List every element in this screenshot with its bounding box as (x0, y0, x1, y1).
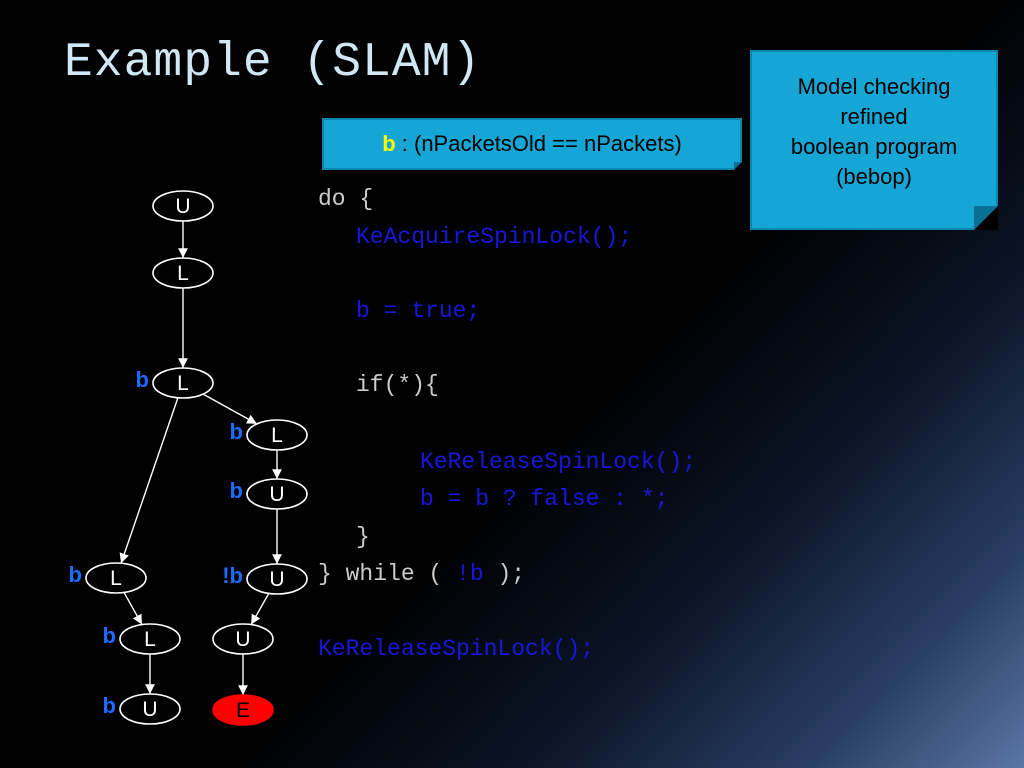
page-fold (974, 206, 998, 230)
tree-node-label: L (177, 262, 189, 285)
tree-node (246, 478, 308, 510)
tree-edge (250, 593, 270, 625)
tree-node-label: L (177, 372, 189, 395)
tree-node-label: U (269, 568, 284, 591)
tree-node (152, 257, 214, 289)
node-predicate-label: !b (222, 563, 243, 588)
tree-node-label: L (271, 424, 283, 447)
node-predicate-label: b (69, 562, 82, 587)
tree-node-label: L (144, 628, 156, 651)
node-predicate-label: b (230, 478, 243, 503)
tree-node (246, 419, 308, 451)
tree-edge (123, 592, 143, 625)
code-while-var: !b (456, 561, 484, 587)
predicate-variable: b (382, 131, 396, 156)
code-release-inner: KeReleaseSpinLock(); (420, 449, 697, 475)
tree-node (246, 563, 308, 595)
callout-note: Model checking refined boolean program (… (750, 50, 998, 230)
note-line: Model checking (797, 74, 951, 99)
note-line: boolean program (790, 134, 958, 159)
code-if-close: } (356, 524, 370, 550)
predicate-callout: b : (nPacketsOld == nPackets) (322, 118, 742, 170)
tree-node (212, 623, 274, 655)
tree-node-label: U (235, 628, 250, 651)
tree-node-label: E (236, 699, 250, 722)
predicate-text: : (nPacketsOld == nPackets) (395, 131, 682, 156)
tree-node (119, 693, 181, 725)
slide-title: Example (SLAM) (64, 36, 482, 90)
code-do-open: do { (318, 186, 374, 212)
note-line: (bebop) (836, 164, 912, 189)
page-fold (734, 162, 742, 170)
code-if-open: if(*){ (356, 372, 439, 398)
tree-node-label: U (142, 698, 157, 721)
tree-node (152, 367, 214, 399)
code-while-post: ); (483, 561, 526, 587)
node-predicate-label: b (103, 623, 116, 648)
tree-node-label: U (175, 195, 190, 218)
code-while-pre: } while ( (318, 561, 457, 587)
tree-node (85, 562, 147, 594)
node-predicate-label: b (136, 367, 149, 392)
tree-edge (202, 393, 258, 425)
code-assign-true: b = true; (356, 298, 481, 324)
tree-node (119, 623, 181, 655)
code-acquire: KeAcquireSpinLock(); (356, 224, 633, 250)
node-predicate-label: b (103, 693, 116, 718)
node-predicate-label: b (230, 419, 243, 444)
code-release-outer: KeReleaseSpinLock(); (318, 636, 595, 662)
code-while-line: } while ( !b ); (318, 561, 525, 587)
tree-node-label: L (110, 567, 122, 590)
tree-edge (119, 397, 179, 564)
note-line: refined (840, 104, 908, 129)
error-node (212, 694, 274, 726)
tree-node (152, 190, 214, 222)
code-assign-cond: b = b ? false : *; (420, 486, 669, 512)
tree-node-label: U (269, 483, 284, 506)
